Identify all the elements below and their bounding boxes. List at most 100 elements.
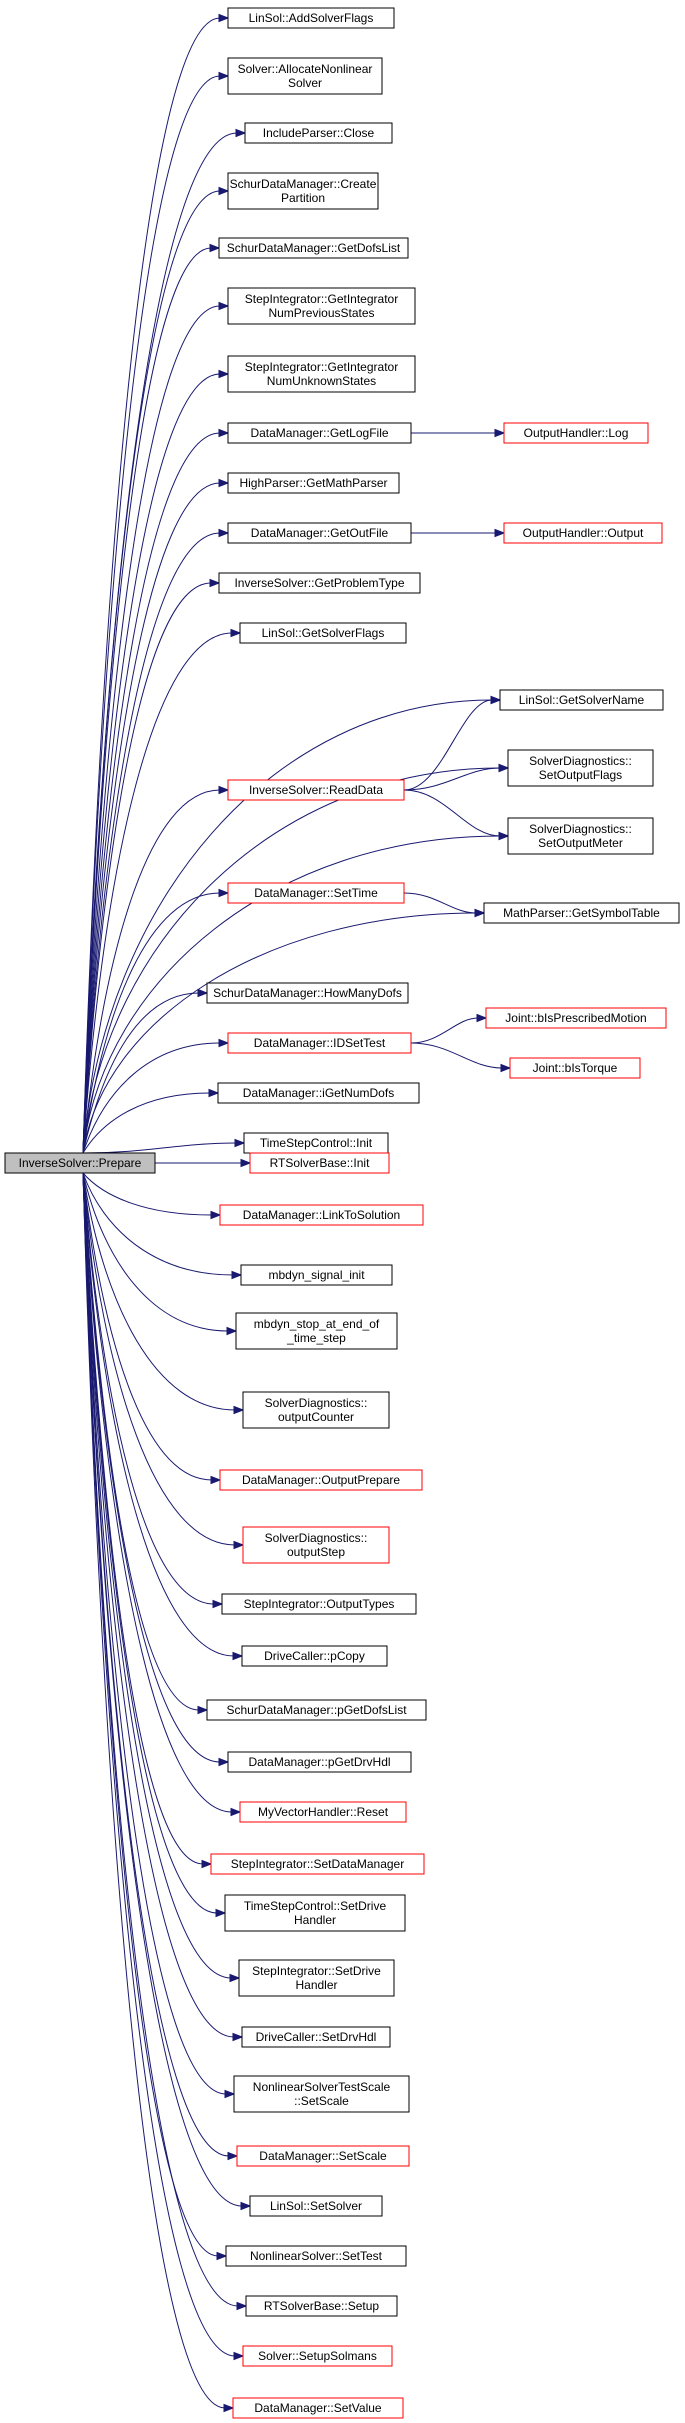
node-box (217, 1082, 420, 1104)
node-n18[interactable]: SolverDiagnostics::SetOutputMeter (507, 817, 654, 855)
node-n14[interactable]: LinSol::GetSolverFlags (239, 622, 407, 644)
node-box (242, 1526, 390, 1564)
arrowhead-n19-n20 (474, 908, 486, 918)
edge-n22-n23 (410, 1017, 479, 1044)
node-n46[interactable]: NonlinearSolver::SetTest (225, 2245, 407, 2267)
node-n16[interactable]: InverseSolver::ReadData (227, 779, 405, 801)
node-n8[interactable]: DataManager::GetLogFile (227, 422, 412, 444)
node-n35[interactable]: DriveCaller::pCopy (241, 1645, 388, 1667)
node-label: LinSol::AddSolverFlags (249, 11, 374, 25)
arrowhead-root-n11 (218, 528, 230, 538)
node-n45[interactable]: LinSol::SetSolver (249, 2195, 383, 2217)
arrowhead-root-n3 (235, 128, 247, 138)
edge-root-n1 (82, 17, 221, 1154)
arrowhead-root-n42 (232, 2032, 244, 2042)
node-n13[interactable]: InverseSolver::GetProblemType (218, 572, 421, 594)
arrowhead-root-n29 (231, 1270, 243, 1280)
node-n48[interactable]: Solver::SetupSolmans (242, 2345, 393, 2367)
node-n11[interactable]: DataManager::GetOutFile (227, 522, 412, 544)
node-box (235, 1312, 398, 1350)
node-n26[interactable]: TimeStepControl::Init (243, 1132, 389, 1154)
node-n17[interactable]: SolverDiagnostics::SetOutputFlags (507, 749, 654, 787)
arrowhead-root-n30 (226, 1326, 238, 1336)
node-n10[interactable]: HighParser::GetMathParser (227, 472, 400, 494)
node-box (241, 1645, 388, 1667)
node-label: SchurDataManager::GetDofsList (227, 241, 401, 255)
node-label: mbdyn_signal_init (268, 1268, 365, 1282)
node-n37[interactable]: DataManager::pGetDrvHdl (227, 1751, 412, 1773)
node-n29[interactable]: mbdyn_signal_init (240, 1264, 393, 1286)
node-box (244, 122, 393, 144)
node-label: Joint::bIsPrescribedMotion (505, 1011, 646, 1025)
node-box (499, 689, 664, 711)
node-label: MyVectorHandler::Reset (258, 1805, 389, 1819)
node-box (227, 172, 379, 210)
arrowhead-root-n8 (218, 428, 230, 438)
node-n9[interactable]: OutputHandler::Log (503, 422, 649, 444)
edge-root-n41 (82, 1172, 232, 1979)
node-label: DriveCaller::pCopy (264, 1649, 365, 1663)
node-label: RTSolverBase::Setup (264, 2299, 379, 2313)
node-n47[interactable]: RTSolverBase::Setup (245, 2295, 398, 2317)
node-label: Handler (294, 1913, 336, 1927)
node-box (249, 2195, 383, 2217)
node-n15[interactable]: LinSol::GetSolverName (499, 689, 664, 711)
node-n19[interactable]: DataManager::SetTime (227, 882, 405, 904)
node-n38[interactable]: MyVectorHandler::Reset (239, 1801, 407, 1823)
node-box (249, 1152, 390, 1174)
node-n43[interactable]: NonlinearSolverTestScale::SetScale (233, 2075, 410, 2113)
node-label: SchurDataManager::pGetDofsList (226, 1703, 407, 1717)
node-n33[interactable]: SolverDiagnostics::outputStep (242, 1526, 390, 1564)
node-n6[interactable]: StepIntegrator::GetIntegratorNumPrevious… (227, 287, 416, 325)
edge-root-n21 (82, 992, 200, 1154)
node-n32[interactable]: DataManager::OutputPrepare (219, 1469, 423, 1491)
edge-root-n45 (82, 1172, 243, 2207)
node-box (242, 1391, 390, 1429)
node-n12[interactable]: OutputHandler::Output (503, 522, 663, 544)
node-n36[interactable]: SchurDataManager::pGetDofsList (206, 1699, 427, 1721)
node-n34[interactable]: StepIntegrator::OutputTypes (221, 1593, 417, 1615)
node-n42[interactable]: DriveCaller::SetDrvHdl (241, 2026, 391, 2048)
edge-root-n34 (82, 1172, 215, 1605)
arrowhead-root-n14 (230, 628, 242, 638)
node-label: Solver::SetupSolmans (258, 2349, 377, 2363)
node-n44[interactable]: DataManager::SetScale (236, 2145, 410, 2167)
node-root[interactable]: InverseSolver::Prepare (4, 1152, 156, 1174)
arrowhead-root-n2 (218, 71, 230, 81)
node-n27[interactable]: RTSolverBase::Init (249, 1152, 390, 1174)
node-label: DataManager::OutputPrepare (242, 1473, 400, 1487)
node-label: StepIntegrator::SetDataManager (231, 1857, 404, 1871)
node-n25[interactable]: DataManager::iGetNumDofs (217, 1082, 420, 1104)
node-box (227, 57, 383, 95)
node-label: NumUnknownStates (267, 374, 376, 388)
node-n7[interactable]: StepIntegrator::GetIntegratorNumUnknownS… (227, 355, 416, 393)
node-n21[interactable]: SchurDataManager::HowManyDofs (206, 982, 409, 1004)
node-n3[interactable]: IncludeParser::Close (244, 122, 393, 144)
node-n22[interactable]: DataManager::IDSetTest (227, 1032, 412, 1054)
node-box (227, 882, 405, 904)
arrowhead-root-n32 (210, 1475, 222, 1485)
node-n1[interactable]: LinSol::AddSolverFlags (227, 7, 395, 29)
node-box (227, 779, 405, 801)
node-n30[interactable]: mbdyn_stop_at_end_of_time_step (235, 1312, 398, 1350)
node-label: Solver (288, 76, 322, 90)
node-layer: InverseSolver::Prepare LinSol::AddSolverF… (4, 7, 680, 2419)
node-n24[interactable]: Joint::bIsTorque (509, 1057, 641, 1079)
node-label: outputStep (287, 1545, 345, 1559)
node-n49[interactable]: DataManager::SetValue (232, 2397, 404, 2419)
node-n23[interactable]: Joint::bIsPrescribedMotion (485, 1007, 667, 1029)
node-box (233, 2075, 410, 2113)
edge-root-n15 (82, 699, 493, 1154)
node-label: InverseSolver::Prepare (19, 1156, 142, 1170)
node-label: SchurDataManager::HowManyDofs (213, 986, 402, 1000)
edge-root-n6 (82, 305, 221, 1154)
node-n5[interactable]: SchurDataManager::GetDofsList (218, 237, 409, 259)
node-n20[interactable]: MathParser::GetSymbolTable (483, 902, 680, 924)
node-n31[interactable]: SolverDiagnostics::outputCounter (242, 1391, 390, 1429)
node-n28[interactable]: DataManager::LinkToSolution (219, 1204, 424, 1226)
node-n39[interactable]: StepIntegrator::SetDataManager (210, 1853, 425, 1875)
